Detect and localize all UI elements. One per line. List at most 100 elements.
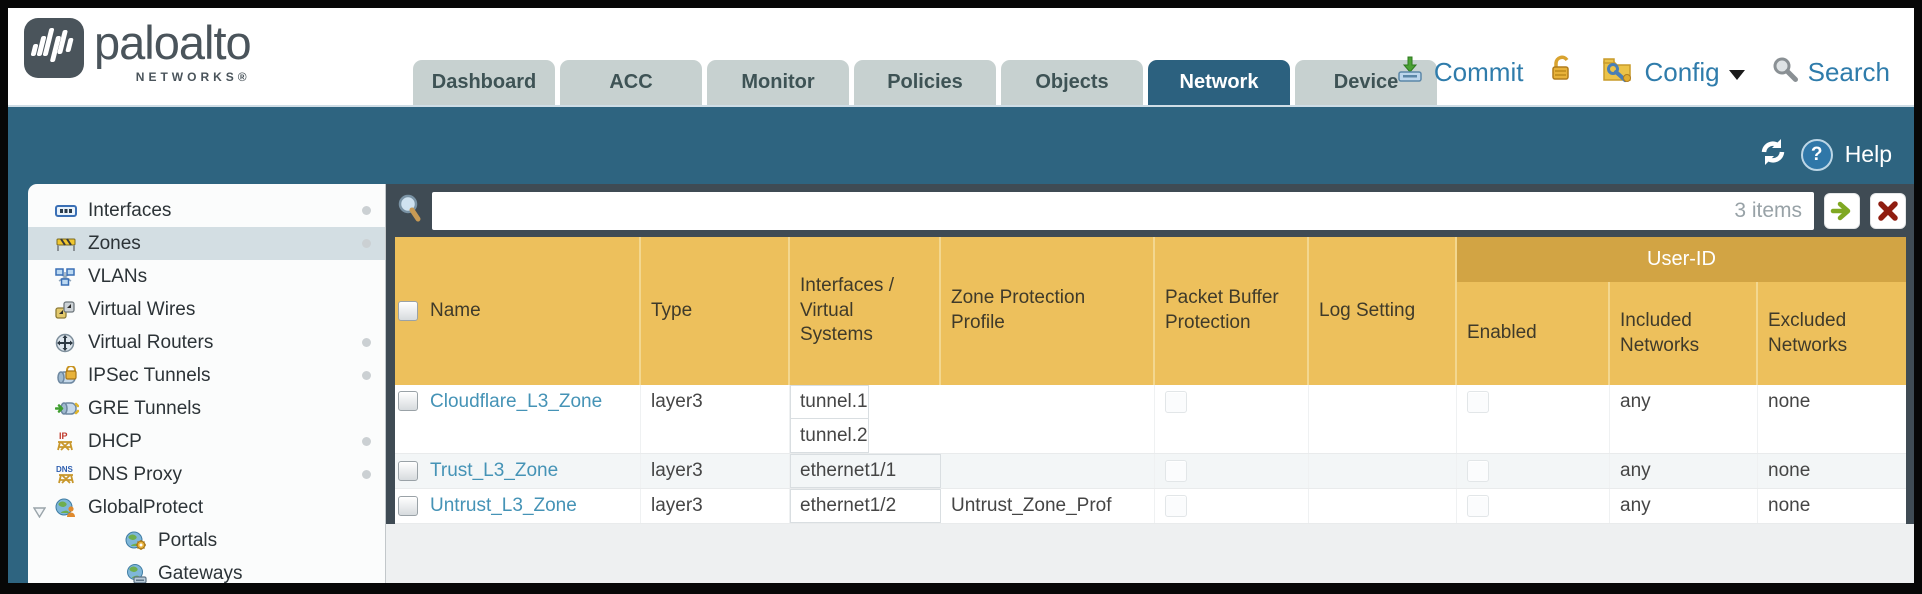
sidebar-item-gateways[interactable]: Gateways xyxy=(28,557,385,583)
tab-monitor[interactable]: Monitor xyxy=(707,60,849,105)
globalprotect-icon xyxy=(55,498,81,518)
search-icon[interactable] xyxy=(1771,55,1799,90)
expander-triangle-icon[interactable] xyxy=(32,502,47,524)
sidebar-item-gre-tunnels[interactable]: GRE Tunnels xyxy=(28,392,385,425)
brand-subtext: NETWORKS® xyxy=(135,70,251,84)
interface-value: ethernet1/2 xyxy=(790,489,941,523)
log-setting-cell xyxy=(1309,454,1457,488)
included-networks-value: any xyxy=(1620,495,1651,516)
commit-button[interactable]: Commit xyxy=(1433,57,1524,87)
user-id-enabled-cell xyxy=(1457,385,1610,453)
column-header-name[interactable]: Name xyxy=(420,237,641,385)
log-setting-cell xyxy=(1309,385,1457,453)
packet-buffer-protection-checkbox[interactable] xyxy=(1165,495,1187,517)
band-actions: ? Help xyxy=(1757,138,1892,171)
zone-name-link[interactable]: Untrust_L3_Zone xyxy=(430,495,577,516)
sidebar-item-label: IPSec Tunnels xyxy=(88,364,211,386)
column-header-log-setting[interactable]: Log Setting xyxy=(1309,237,1457,385)
zone-protection-profile-value: Untrust_Zone_Prof xyxy=(951,495,1112,516)
search-button[interactable]: Search xyxy=(1807,57,1890,87)
excluded-networks-cell: none xyxy=(1758,385,1906,453)
column-header-enabled[interactable]: Enabled xyxy=(1457,282,1610,385)
column-header-type[interactable]: Type xyxy=(641,237,790,385)
zone-protection-profile-cell xyxy=(941,454,1155,488)
clear-filter-button[interactable] xyxy=(1870,192,1906,229)
interface-value: tunnel.2 xyxy=(790,419,869,453)
column-header-excluded-networks[interactable]: Excluded Networks xyxy=(1768,309,1848,356)
excluded-networks-cell: none xyxy=(1758,489,1906,523)
sidebar-item-zones[interactable]: Zones xyxy=(28,227,385,260)
tab-policies[interactable]: Policies xyxy=(854,60,996,105)
sidebar-item-interfaces[interactable]: Interfaces xyxy=(28,194,385,227)
sidebar-item-globalprotect[interactable]: GlobalProtect xyxy=(28,491,385,524)
config-icon[interactable] xyxy=(1601,54,1635,91)
help-icon[interactable]: ? xyxy=(1800,138,1833,171)
packet-buffer-protection-checkbox[interactable] xyxy=(1165,391,1187,413)
column-header-included-networks[interactable]: Included Networks xyxy=(1610,282,1758,385)
paloalto-logo-icon xyxy=(24,18,84,78)
sidebar-item-portals[interactable]: Portals xyxy=(28,524,385,557)
zone-name-cell: Trust_L3_Zone xyxy=(420,454,641,488)
refresh-icon[interactable] xyxy=(1757,138,1789,171)
column-header-zone-protection-profile[interactable]: Zone Protection Profile xyxy=(941,237,1155,385)
packet-buffer-protection-cell xyxy=(1155,385,1309,453)
filter-search-icon xyxy=(396,193,422,228)
chevron-down-icon[interactable] xyxy=(1728,69,1745,80)
tab-dashboard[interactable]: Dashboard xyxy=(413,60,555,105)
apply-filter-button[interactable] xyxy=(1824,192,1860,229)
packet-buffer-protection-checkbox[interactable] xyxy=(1165,460,1187,482)
zone-name-link[interactable]: Cloudflare_L3_Zone xyxy=(430,391,603,412)
sidebar-item-label: DHCP xyxy=(88,430,142,452)
column-header-packet-buffer-protection[interactable]: Packet Buffer Protection xyxy=(1155,237,1309,385)
sidebar-item-ipsec-tunnels[interactable]: IPSec Tunnels xyxy=(28,359,385,392)
user-id-enabled-cell xyxy=(1457,489,1610,523)
status-dot xyxy=(362,371,371,380)
status-dot xyxy=(362,239,371,248)
zone-type-cell: layer3 xyxy=(641,385,790,453)
column-header-interfaces-virtual-systems[interactable]: Interfaces / Virtual Systems xyxy=(790,237,941,385)
user-id-enabled-checkbox[interactable] xyxy=(1467,391,1489,413)
config-button[interactable]: Config xyxy=(1644,57,1720,87)
zone-type-cell: layer3 xyxy=(641,489,790,523)
tab-objects[interactable]: Objects xyxy=(1001,60,1143,105)
excluded-networks-cell: none xyxy=(1758,454,1906,488)
sidebar-item-virtual-routers[interactable]: Virtual Routers xyxy=(28,326,385,359)
tab-network[interactable]: Network xyxy=(1148,60,1290,105)
tab-acc[interactable]: ACC xyxy=(560,60,702,105)
commit-icon[interactable] xyxy=(1395,54,1425,91)
status-dot xyxy=(362,437,371,446)
status-dot xyxy=(362,338,371,347)
sidebar-item-vlans[interactable]: VLANs xyxy=(28,260,385,293)
included-networks-value: any xyxy=(1620,460,1651,481)
user-id-enabled-checkbox[interactable] xyxy=(1467,460,1489,482)
row-checkbox[interactable] xyxy=(397,461,418,481)
status-dot xyxy=(362,470,371,479)
filter-input[interactable] xyxy=(432,191,1735,230)
sidebar-item-virtual-wires[interactable]: Virtual Wires xyxy=(28,293,385,326)
zone-type-value: layer3 xyxy=(651,391,703,412)
paloalto-logo: paloalto NETWORKS® xyxy=(24,18,252,84)
zone-name-link[interactable]: Trust_L3_Zone xyxy=(430,460,559,481)
filter-input-wrap: 3 items xyxy=(432,191,1814,230)
lock-icon[interactable] xyxy=(1547,54,1575,91)
row-checkbox-cell xyxy=(395,454,420,488)
excluded-networks-value: none xyxy=(1768,495,1811,516)
select-all-checkbox[interactable] xyxy=(397,301,418,321)
user-id-enabled-checkbox[interactable] xyxy=(1467,495,1489,517)
row-checkbox[interactable] xyxy=(397,496,418,516)
zones-icon xyxy=(55,234,81,254)
interfaces-cell: ethernet1/1 xyxy=(790,454,941,488)
help-label[interactable]: Help xyxy=(1844,141,1892,167)
row-checkbox[interactable] xyxy=(397,391,418,411)
virtual-routers-icon xyxy=(55,333,81,353)
